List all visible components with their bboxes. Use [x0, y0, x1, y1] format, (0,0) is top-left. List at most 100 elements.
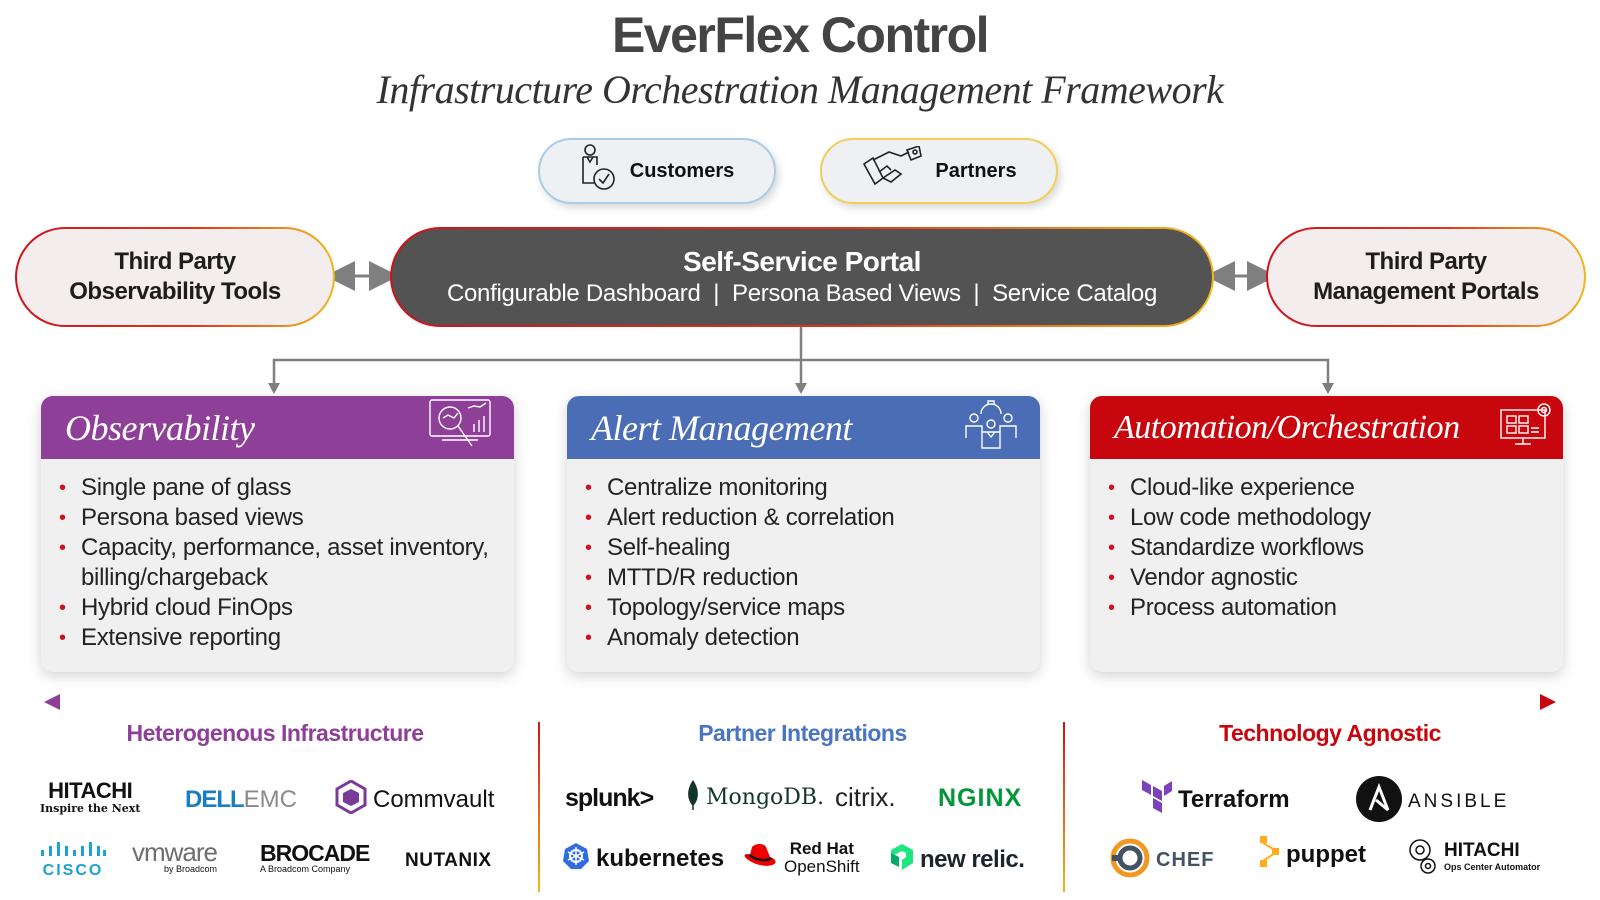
spectrum-arrow-left [44, 694, 60, 710]
logo-suffix: EMC [243, 786, 298, 813]
card-header: Automation/Orchestration [1090, 396, 1563, 459]
card-title: Observability [65, 407, 255, 448]
list-item: Self-healing [585, 533, 1022, 563]
logo-ansible: ANSIBLE [1356, 776, 1509, 827]
mongodb-leaf-icon [686, 780, 700, 815]
third-party-observability-tools-pill[interactable]: Third Party Observability Tools [15, 227, 335, 327]
logo-tagline: by Broadcom [163, 864, 218, 874]
cisco-bars-icon [40, 842, 106, 863]
section-divider [538, 722, 540, 892]
list-item: Low code methodology [1108, 503, 1545, 533]
left-pill-line1: Third Party [114, 248, 236, 275]
logo-text: NGINX [938, 784, 1023, 812]
logo-terraform: Terraform [1142, 780, 1290, 819]
partners-label: Partners [935, 159, 1017, 182]
list-item: Anomaly detection [585, 623, 1022, 653]
portal-separator: | [713, 280, 720, 307]
customers-label: Customers [629, 159, 735, 182]
logo-puppet: puppet [1260, 836, 1366, 873]
logo-text: vmware [132, 837, 218, 867]
list-item: MTTD/R reduction [585, 563, 1022, 593]
spectrum-arrow-right [1540, 694, 1556, 710]
section-title-technology-agnostic: Technology Agnostic [1219, 720, 1441, 746]
logo-text: citrix. [835, 782, 896, 812]
portal-feature: Persona Based Views [731, 280, 961, 307]
logo-text: splunk> [565, 784, 654, 812]
list-item: Hybrid cloud FinOps [59, 593, 496, 623]
logo-citrix: citrix. [835, 782, 896, 813]
logo-brocade: BROCADE A Broadcom Company [260, 840, 370, 875]
logo-text: HITACHI [48, 778, 133, 803]
commvault-cube-icon [335, 779, 367, 819]
left-pill-line2: Observability Tools [69, 278, 281, 305]
handshake-icon [861, 144, 923, 196]
automation-orchestration-card: Automation/Orchestration Cloud-like expe… [1090, 396, 1563, 672]
logo-text: CHEF [1156, 849, 1215, 871]
alert-management-card: Alert Management Centralize monitoring A… [567, 396, 1040, 672]
logo-nutanix: NUTANIX [405, 850, 492, 872]
right-pill-line2: Management Portals [1313, 278, 1539, 305]
team-gear-icon [964, 400, 1018, 455]
self-service-portal[interactable]: Self-Service Portal Configurable Dashboa… [390, 227, 1214, 327]
logo-commvault: Commvault [335, 779, 495, 819]
new-relic-hex-icon [890, 843, 914, 876]
logo-new-relic: new relic. [890, 843, 1025, 876]
ansible-circle-icon [1356, 776, 1402, 827]
portal-feature: Service Catalog [992, 280, 1158, 307]
logo-vmware: vmware by Broadcom [132, 837, 218, 874]
section-title-heterogenous-infrastructure: Heterogenous Infrastructure [126, 720, 424, 746]
portal-separator: | [973, 280, 980, 307]
list-item: Centralize monitoring [585, 473, 1022, 503]
logo-text: BROCADE [260, 840, 370, 866]
magnifier-chart-icon [428, 398, 492, 457]
card-header: Alert Management [567, 396, 1040, 459]
list-item: Alert reduction & correlation [585, 503, 1022, 533]
logo-text: Red Hat [789, 839, 854, 858]
section-title-partner-integrations: Partner Integrations [698, 720, 907, 746]
puppet-icon [1260, 836, 1280, 873]
logo-hitachi: HITACHI Inspire the Next [40, 778, 141, 816]
logo-text: new relic. [920, 845, 1025, 873]
card-title: Automation/Orchestration [1114, 408, 1460, 446]
third-party-management-portals-pill[interactable]: Third Party Management Portals [1266, 227, 1586, 327]
logo-tagline: Inspire the Next [40, 802, 141, 815]
logo-mongodb: MongoDB. [686, 780, 824, 815]
redhat-hat-icon [744, 843, 778, 874]
partners-pill[interactable]: Partners [820, 138, 1058, 204]
logo-text: NUTANIX [405, 850, 492, 871]
arrow-to-alert [795, 383, 807, 394]
logo-text: CISCO [42, 862, 104, 879]
arrow-to-automation [1322, 383, 1334, 394]
portal-title: Self-Service Portal [683, 246, 921, 277]
logo-redhat-openshift: Red Hat OpenShift [744, 840, 860, 876]
page-subtitle: Infrastructure Orchestration Management … [376, 67, 1224, 112]
portal-features: Configurable Dashboard | Persona Based V… [447, 280, 1157, 308]
kubernetes-wheel-icon [562, 842, 590, 875]
list-item: Standardize workflows [1108, 533, 1545, 563]
customers-pill[interactable]: Customers [538, 138, 776, 204]
logo-text: Terraform [1178, 785, 1290, 813]
logo-cisco: CISCO [40, 842, 106, 879]
list-item: Vendor agnostic [1108, 563, 1545, 593]
section-divider [1063, 722, 1065, 892]
logo-text: Commvault [373, 785, 495, 813]
list-item: Single pane of glass [59, 473, 496, 503]
logo-splunk: splunk> [565, 784, 654, 813]
branch-line [272, 358, 1330, 388]
right-pill-line1: Third Party [1365, 248, 1487, 275]
logo-text: DELL [185, 786, 245, 813]
list-item: Process automation [1108, 593, 1545, 623]
list-item: Capacity, performance, asset inventory, … [59, 533, 496, 593]
arrow-to-observability [268, 383, 280, 394]
logo-tagline: OpenShift [784, 857, 860, 876]
automation-list: Cloud-like experience Low code methodolo… [1090, 459, 1563, 623]
card-title: Alert Management [591, 407, 852, 448]
logo-text: kubernetes [596, 844, 725, 872]
logo-text: ANSIBLE [1408, 790, 1510, 812]
logo-text: HITACHI [1444, 839, 1520, 861]
redhat-text: Red Hat OpenShift [784, 840, 860, 876]
logo-kubernetes: kubernetes [562, 842, 724, 875]
logo-nginx: NGINX [938, 784, 1022, 813]
observability-list: Single pane of glass Persona based views… [41, 459, 514, 653]
